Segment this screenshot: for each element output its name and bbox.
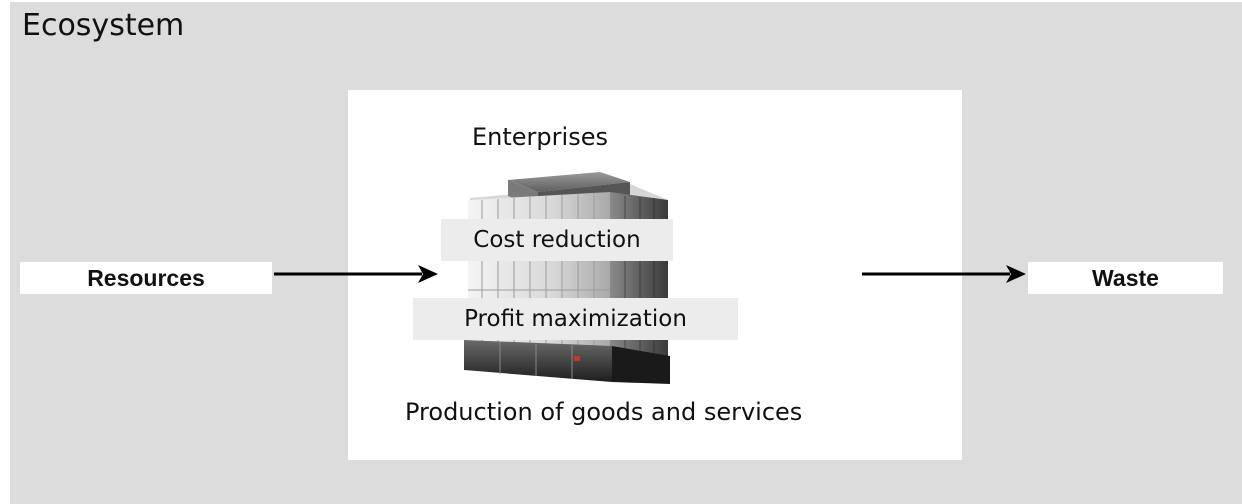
office-building-icon — [464, 172, 670, 384]
resources-label: Resources — [87, 264, 205, 291]
profit-maximization-label: Profit maximization — [413, 298, 738, 340]
cost-reduction-label: Cost reduction — [441, 219, 673, 261]
waste-arrow — [862, 265, 1026, 283]
production-label: Production of goods and services — [405, 398, 803, 426]
enterprises-label: Enterprises — [472, 123, 608, 151]
resources-arrow — [274, 265, 438, 283]
waste-label: Waste — [1092, 264, 1159, 291]
ecosystem-label: Ecosystem — [22, 8, 185, 43]
waste-box: Waste — [1028, 262, 1223, 294]
resources-box: Resources — [20, 262, 272, 294]
